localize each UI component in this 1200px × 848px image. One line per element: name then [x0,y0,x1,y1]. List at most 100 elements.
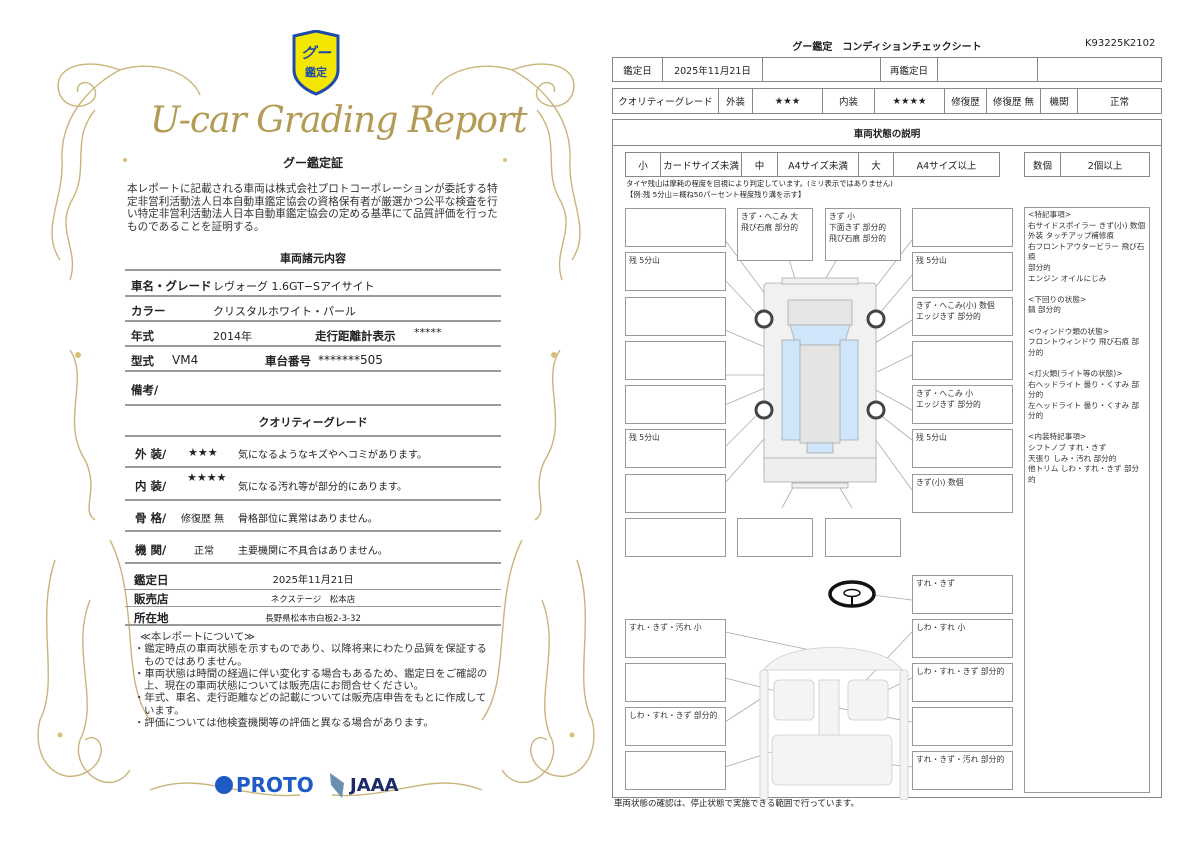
legend-several: 数個 [1024,152,1061,177]
tire-note: タイヤ残山は摩耗の程度を目視により判定しています。(ミリ表示ではありません) [626,179,893,188]
specs-title: 車両諸元内容 [280,252,346,265]
interior-label: 内装 [822,88,875,114]
interior-box-right: すれ・きず・汚れ 部分的 [912,751,1013,790]
grade-desc: 骨格部位に異常はありません。 [238,514,378,525]
special-notes: <特記事項> 右サイドスポイラー きず(小) 数個 外装 タッチアップ補修痕 右… [1024,207,1150,793]
chassis-label: 車台番号 [265,354,311,368]
legend-medium: 中 [741,152,778,177]
report-title: U-car Grading Report [150,100,528,141]
blank-cell [1037,57,1162,82]
legend-small: 小 [625,152,661,177]
date-value: 2025年11月21日 [272,575,354,586]
exterior-box-left [625,341,726,380]
color-label: カラー [131,304,166,318]
wheels-icon [754,309,886,420]
gold-ornament-border [37,63,595,797]
grade-label: クオリティーグレード [612,88,719,114]
exterior-box-bottom [625,518,726,557]
grade-value: 修復歴 無 [181,514,225,525]
grade-stars: ★★★★ [187,471,227,484]
shop-value: ネクステージ 松本店 [270,595,356,605]
legend-medium-desc: A4サイズ未満 [777,152,859,177]
interior-stars: ★★★★ [874,88,945,114]
legend-small-desc: カードサイズ未満 [660,152,742,177]
grade-label: 骨 格/ [135,511,167,525]
about-item: ・年式、車名、走行距離などの記載については販売店申告をもとに作成しています。 [134,692,487,717]
grade-desc: 気になるようなキズやヘコミがあります。 [238,450,427,461]
address-label: 所在地 [134,611,169,625]
certificate-title: グー鑑定証 [282,156,343,170]
interior-box-left: すれ・きず・汚れ 小 [625,619,726,658]
interior-box-right: しわ・すれ・きず 部分的 [912,663,1013,702]
mileage-label: 走行距離計表示 [315,329,396,343]
about-report: ≪本レポートについて≫ ・鑑定時点の車両状態を示すものであり、以降将来にわたり品… [130,631,490,729]
chassis-value: *******505 [318,353,383,367]
name-value: レヴォーグ 1.6GT−Sアイサイト [213,280,375,293]
grade-title: クオリティーグレード [258,416,368,429]
date-label: 鑑定日 [134,573,169,587]
mileage-value: ***** [414,326,442,339]
interior-box-left [625,751,726,790]
certificate-text: 本レポートに記載される車両は株式会社プロトコーポレーションが委託する特定非営利活… [127,183,498,233]
exterior-box-left: 残 5分山 [625,252,726,291]
exterior-box-bottom [737,518,813,557]
exterior-box-right: 残 5分山 [912,429,1013,468]
interior-box-right: しわ・すれ 小 [912,619,1013,658]
proto-logo: PROTO [215,772,314,798]
year-label: 年式 [131,329,154,343]
exterior-box-front: きず 小 下面きず 部分的 飛び石痕 部分的 [825,208,901,261]
sheet-title: グー鑑定 コンディションチェックシート [792,42,982,53]
exterior-box-left: 残 5分山 [625,429,726,468]
exterior-box-left [625,297,726,336]
interior-box-left: しわ・すれ・きず 部分的 [625,707,726,746]
year-value: 2014年 [213,330,252,343]
exterior-label: 外装 [718,88,753,114]
grade-stars: ★★★ [188,446,218,459]
remarks-label: 備考/ [131,383,159,397]
about-item: ・鑑定時点の車両状態を示すものであり、以降将来にわたり品質を保証するものではあり… [134,643,487,668]
repair-label: 修復歴 [944,88,987,114]
tire-note-example: 【例:残 5分山＝概ね50パーセント程度残り溝を示す】 [626,190,806,199]
date-value: 2025年11月21日 [662,57,763,82]
engine-label: 機関 [1040,88,1078,114]
exterior-box-bottom [825,518,901,557]
logo-text: 鑑定 [305,65,327,79]
reinspect-value [937,57,1038,82]
grade-label: 外 装/ [135,447,167,461]
model-value: VM4 [172,353,199,367]
shop-label: 販売店 [134,592,169,606]
reinspect-label: 再鑑定日 [880,57,938,82]
grade-label: 機 関/ [135,543,167,557]
car-interior-view [759,647,909,800]
steering-wheel-icon [828,580,876,608]
interior-box-left [625,663,726,702]
blank-cell [762,57,881,82]
svg-text:グー: グー [301,44,332,62]
exterior-box-right: きず・へこみ(小) 数個 エッジきず 部分的 [912,297,1013,336]
repair-value: 修復歴 無 [986,88,1041,114]
exterior-box-right [912,341,1013,380]
jaaa-logo: JAAA [328,770,399,800]
exterior-box-left [625,474,726,513]
color-value: クリスタルホワイト・パール [213,305,356,318]
grade-desc: 主要機関に不具合はありません。 [238,546,388,557]
exterior-box-right [912,208,1013,247]
legend-large-desc: A4サイズ以上 [893,152,1000,177]
legend-large: 大 [858,152,894,177]
footer-note: 車両状態の確認は、停止状態で実施できる範囲で行っています。 [614,799,860,809]
engine-value: 正常 [1077,88,1162,114]
legend-several-desc: 2個以上 [1060,152,1150,177]
goo-kantei-logo: グー 鑑定 [288,29,344,96]
interior-box-right [912,707,1013,746]
name-label: 車名・グレード [131,279,212,293]
car-top-view [763,277,877,489]
grade-value: 正常 [194,546,214,557]
interior-box-right: すれ・きず [912,575,1013,614]
exterior-box-left [625,208,726,247]
exterior-box-left [625,385,726,424]
about-item: ・評価については他検査機関等の評価と異なる場合があります。 [134,717,434,730]
exterior-box-right: きず(小) 数個 [912,474,1013,513]
model-label: 型式 [131,354,154,368]
address-value: 長野県松本市白板2-3-32 [265,614,361,624]
grade-label: 内 装/ [135,479,167,493]
